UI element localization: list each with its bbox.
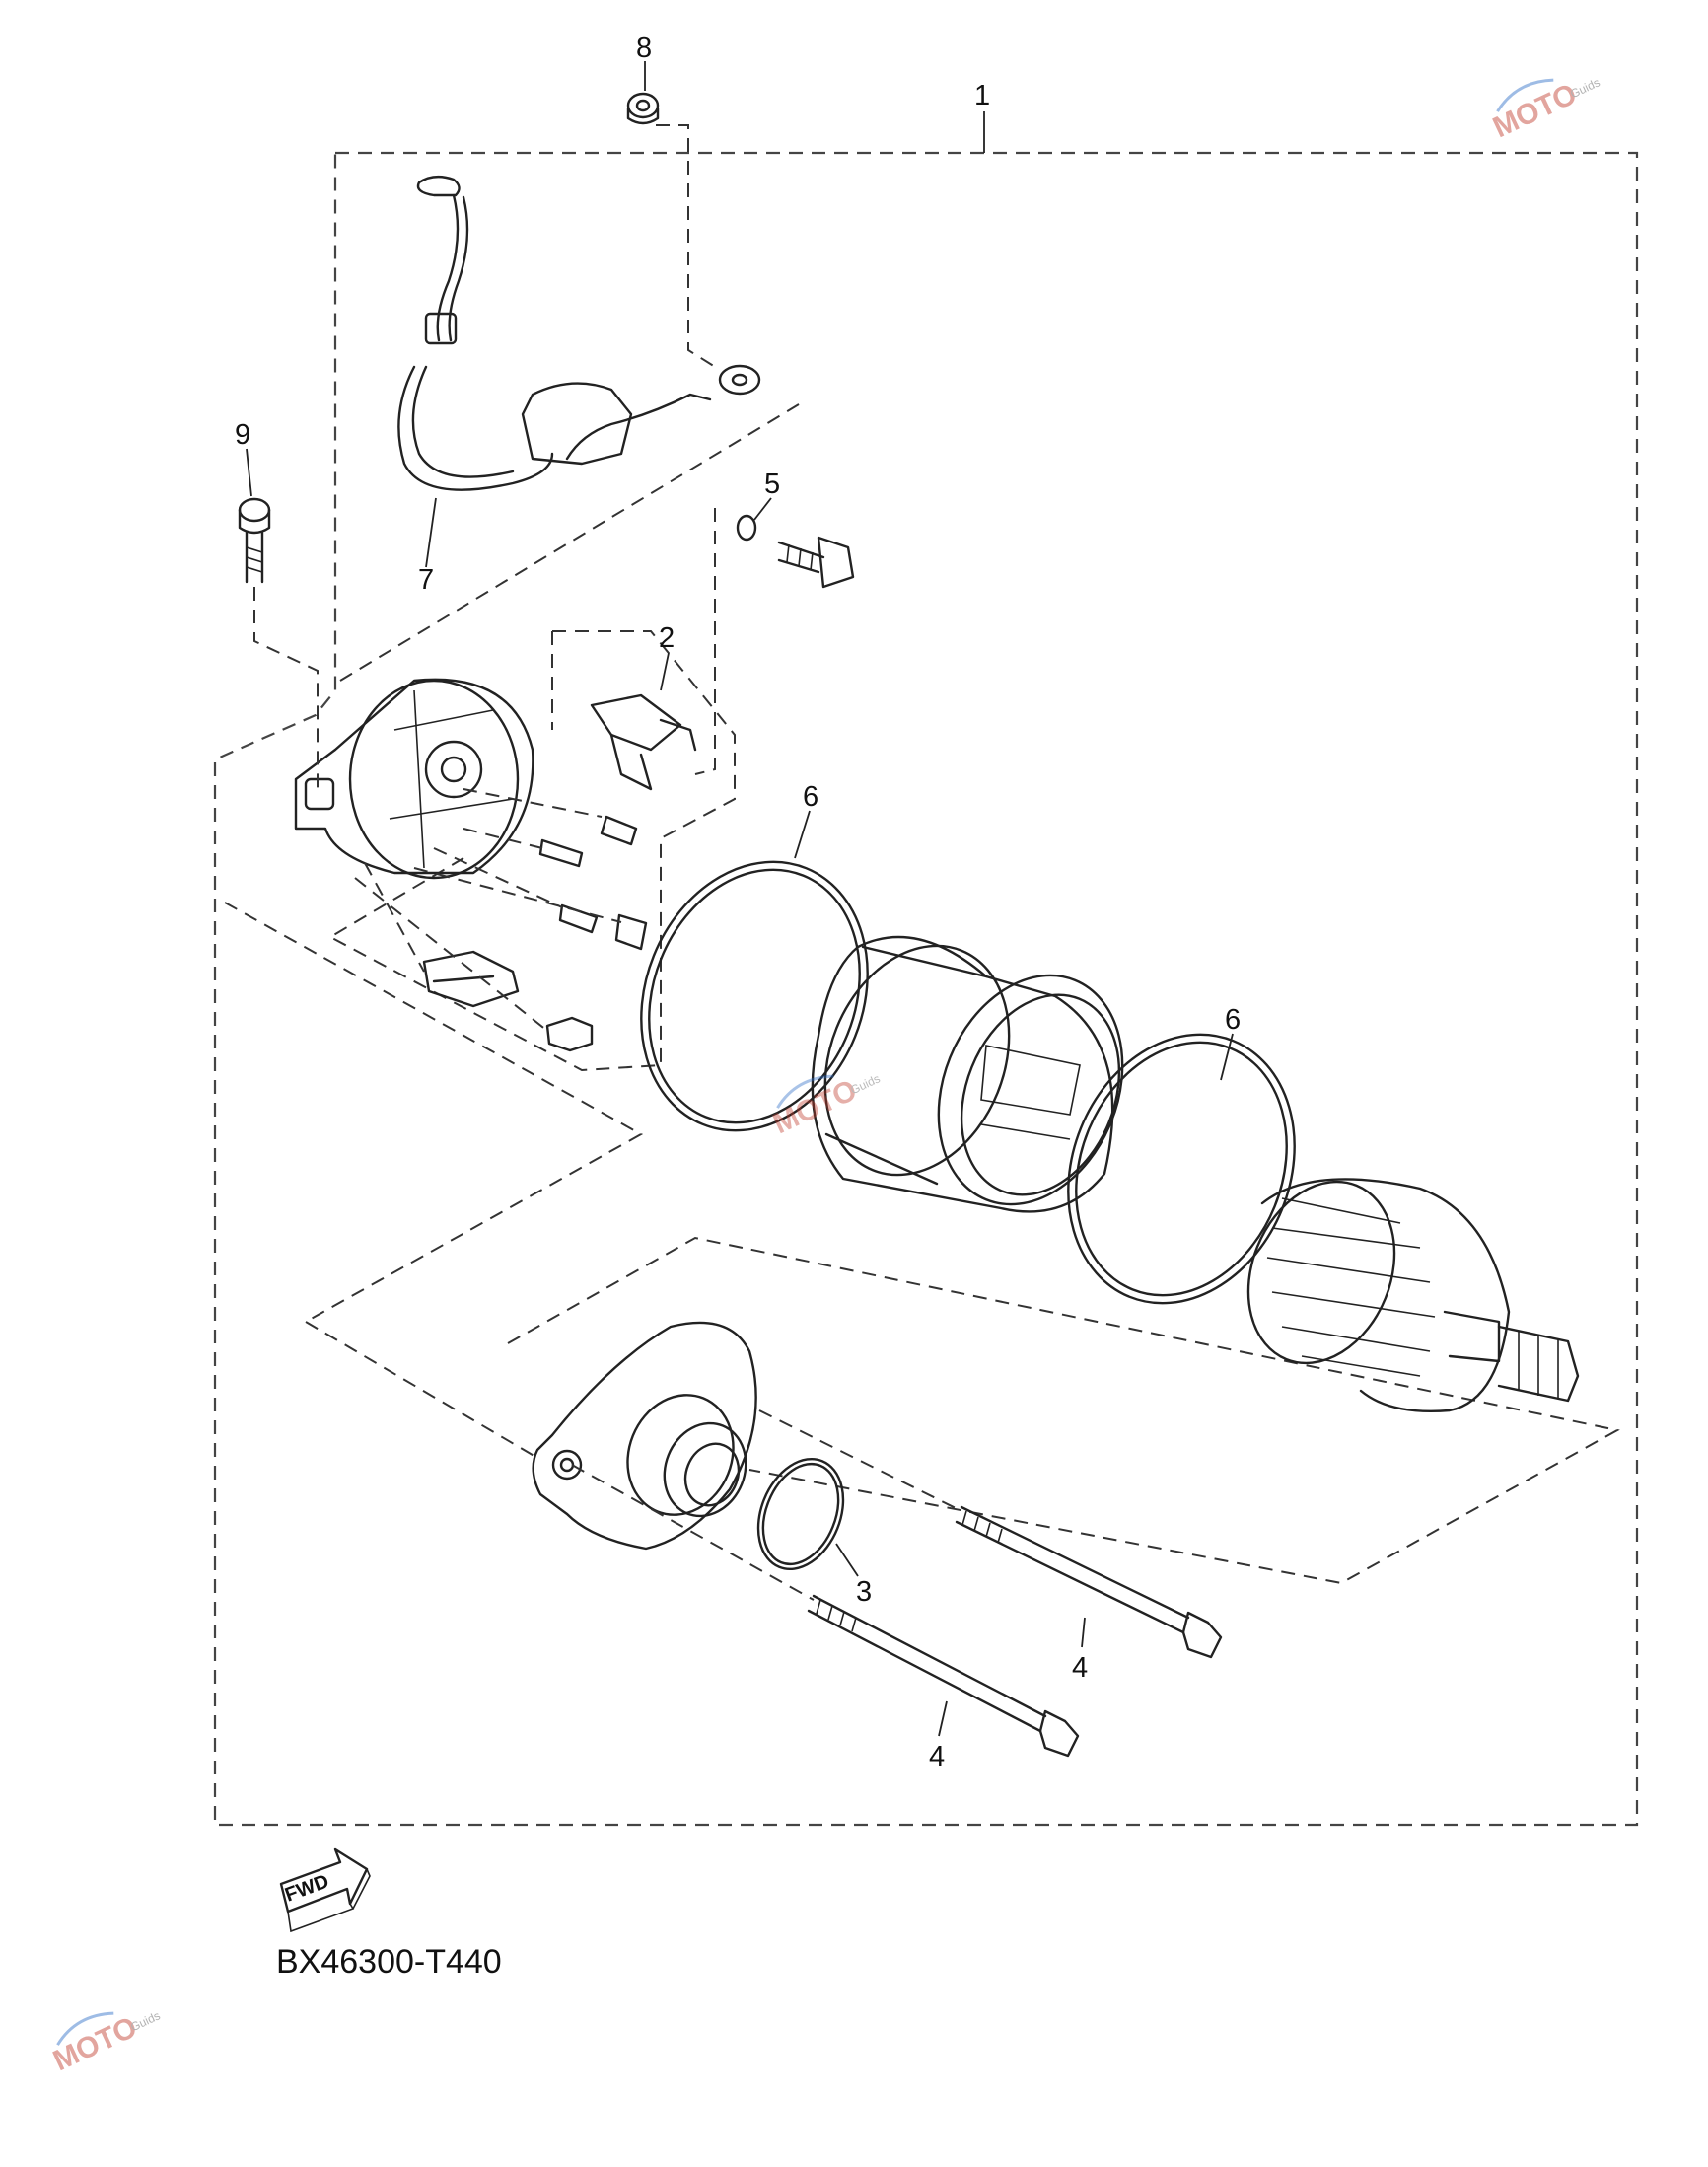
o-ring-front xyxy=(1067,1033,1296,1305)
through-bolt-upper xyxy=(955,1505,1223,1659)
leader-7 xyxy=(425,497,437,568)
leader-6b xyxy=(1220,1033,1234,1081)
watermark-subtext: Guids xyxy=(128,2008,162,2034)
through-bolt-lower xyxy=(807,1594,1080,1758)
fwd-arrow-icon: FWD xyxy=(279,1847,371,1933)
callout-4-upper: 4 xyxy=(1072,1652,1088,1684)
leader-2 xyxy=(660,652,670,691)
callout-1: 1 xyxy=(974,80,990,111)
armature xyxy=(1246,1178,1580,1412)
watermark-logo-center: MOTO Guids xyxy=(768,1071,883,1140)
terminal-guide-line xyxy=(694,508,716,775)
callout-9: 9 xyxy=(235,419,250,451)
terminal-bolt xyxy=(777,536,855,589)
rear-end-cover xyxy=(294,678,534,880)
bolt-guide-line xyxy=(253,587,319,789)
small-screw xyxy=(545,1016,594,1052)
front-cover-subgroup-outline xyxy=(305,1236,1620,1585)
brush-holder xyxy=(590,693,697,791)
watermark-subtext: Guids xyxy=(848,1071,882,1097)
leader-4a xyxy=(1081,1617,1086,1648)
callout-3: 3 xyxy=(856,1576,872,1608)
o-ring-cover xyxy=(756,1457,845,1571)
end-cover-subgroup-outline xyxy=(224,403,800,1323)
front-cover xyxy=(532,1321,757,1551)
nut-guide-line xyxy=(656,124,721,371)
spring-guide-line xyxy=(354,788,622,1032)
yoke-housing xyxy=(811,935,1124,1213)
callout-8: 8 xyxy=(636,33,652,64)
o-ring-small xyxy=(736,514,757,542)
figure-code: BX46300-T440 xyxy=(276,1943,502,1981)
callout-6-front: 6 xyxy=(1225,1004,1241,1036)
lead-wire xyxy=(397,175,761,491)
leader-4b xyxy=(938,1700,948,1737)
callout-6-rear: 6 xyxy=(803,781,818,813)
callout-7: 7 xyxy=(418,564,434,596)
leader-9 xyxy=(246,448,252,497)
leader-5 xyxy=(753,497,772,521)
nut xyxy=(626,92,660,125)
watermark-subtext: Guids xyxy=(1568,75,1601,101)
long-screw xyxy=(238,497,271,584)
assembly-outline xyxy=(213,151,1639,1827)
leader-3 xyxy=(835,1543,859,1577)
watermark-logo-top-right: MOTO Guids xyxy=(1488,75,1602,144)
brush-springs xyxy=(538,815,648,951)
brush-lower xyxy=(422,950,520,1008)
brush-holder-subgroup-outline xyxy=(327,630,736,1072)
callout-2: 2 xyxy=(659,622,675,654)
callout-5: 5 xyxy=(764,469,780,500)
bolt-axis-lines xyxy=(571,1409,962,1601)
fwd-label: FWD xyxy=(282,1870,331,1906)
leader-6a xyxy=(794,810,811,859)
watermark-logo-bottom-left: MOTO Guids xyxy=(48,2008,163,2077)
callout-4-lower: 4 xyxy=(929,1741,945,1772)
o-ring-rear xyxy=(640,860,869,1132)
